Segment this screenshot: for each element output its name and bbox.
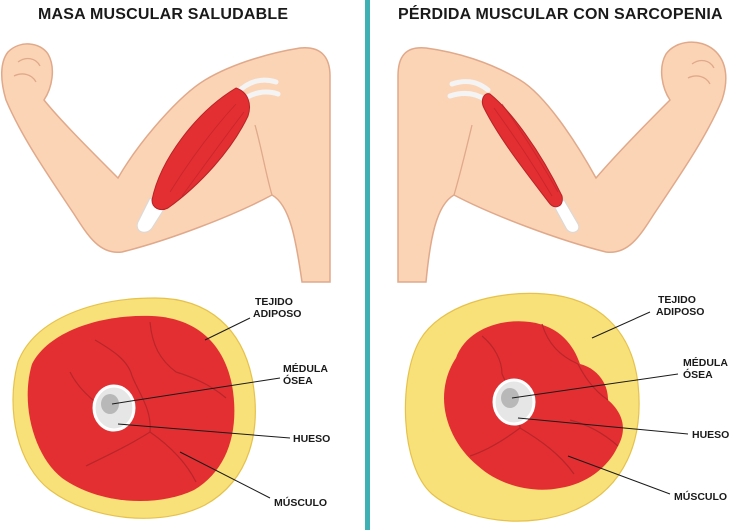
sarcopenia-arm-skin [397, 41, 727, 283]
healthy-bone-marrow [101, 394, 119, 414]
sarcopenia-elbow-crease [453, 124, 473, 196]
sarcopenia-hueso-label: HUESO [692, 429, 729, 441]
healthy-tejido-line1: TEJIDO [255, 296, 293, 308]
healthy-biceps-fibers [169, 103, 245, 197]
healthy-biceps-muscle [151, 87, 250, 211]
sarcopenia-tejido-line2: ADIPOSO [656, 306, 704, 318]
healthy-medula-label: MÉDULA ÓSEA [283, 362, 330, 387]
healthy-panel: TEJIDO ADIPOSO MÉDULA ÓSEA HUESO MÚSCULO [0, 0, 365, 530]
healthy-musculo-label: MÚSCULO [274, 496, 327, 509]
sarcopenia-tejido-label: TEJIDO ADIPOSO [656, 294, 704, 318]
sarcopenia-medula-label: MÉDULA ÓSEA [683, 356, 730, 381]
sarcopenia-tejido-pointer [591, 311, 651, 339]
sarcopenia-leader-lines [511, 311, 689, 495]
healthy-arm-illustration [1, 43, 331, 283]
sarcopenia-bone-marrow [501, 388, 519, 408]
healthy-illustration: TEJIDO ADIPOSO MÉDULA ÓSEA HUESO MÚSCULO [1, 43, 331, 519]
healthy-medula-line2: ÓSEA [283, 374, 313, 387]
sarcopenia-cross-section [404, 292, 640, 522]
healthy-medula-pointer [111, 377, 281, 405]
healthy-tejido-pointer [204, 317, 251, 341]
sarcopenia-fist-knuckles [687, 59, 715, 85]
sarcopenia-arm-illustration [397, 41, 727, 283]
healthy-muscle-title: MASA MUSCULAR SALUDABLE [38, 6, 289, 23]
healthy-tejido-label: TEJIDO ADIPOSO [253, 296, 301, 320]
healthy-cross-section [12, 297, 256, 519]
sarcopenia-illustration: TEJIDO ADIPOSO MÉDULA ÓSEA HUESO MÚSCULO [397, 41, 730, 522]
sarcopenia-title: PÉRDIDA MUSCULAR CON SARCOPENIA [398, 6, 723, 23]
sarcopenia-biceps-tendon-lower [553, 199, 580, 233]
sarcopenia-medula-pointer [511, 373, 679, 399]
sarcopenia-medula-line1: MÉDULA [683, 356, 728, 369]
sarcopenia-hueso-pointer [517, 417, 689, 435]
sarcopenia-panel: TEJIDO ADIPOSO MÉDULA ÓSEA HUESO MÚSCULO [370, 0, 735, 530]
healthy-musculo-pointer [179, 451, 271, 499]
panel-divider [365, 0, 370, 530]
sarcopenia-biceps-muscle [481, 93, 563, 208]
healthy-fist-knuckles [13, 57, 41, 83]
healthy-tejido-line2: ADIPOSO [253, 308, 301, 320]
healthy-leader-lines [111, 317, 291, 499]
sarcopenia-tejido-line1: TEJIDO [658, 294, 696, 306]
healthy-hueso-label: HUESO [293, 433, 330, 445]
healthy-elbow-crease [254, 124, 273, 196]
healthy-medula-line1: MÉDULA [283, 362, 328, 375]
sarcopenia-musculo-pointer [567, 455, 671, 495]
sarcopenia-medula-line2: ÓSEA [683, 368, 713, 381]
healthy-muscle-fascia-lines [69, 321, 227, 483]
sarcopenia-biceps-fibers [493, 103, 559, 197]
healthy-hueso-pointer [117, 423, 291, 439]
sarcopenia-musculo-label: MÚSCULO [674, 490, 727, 503]
